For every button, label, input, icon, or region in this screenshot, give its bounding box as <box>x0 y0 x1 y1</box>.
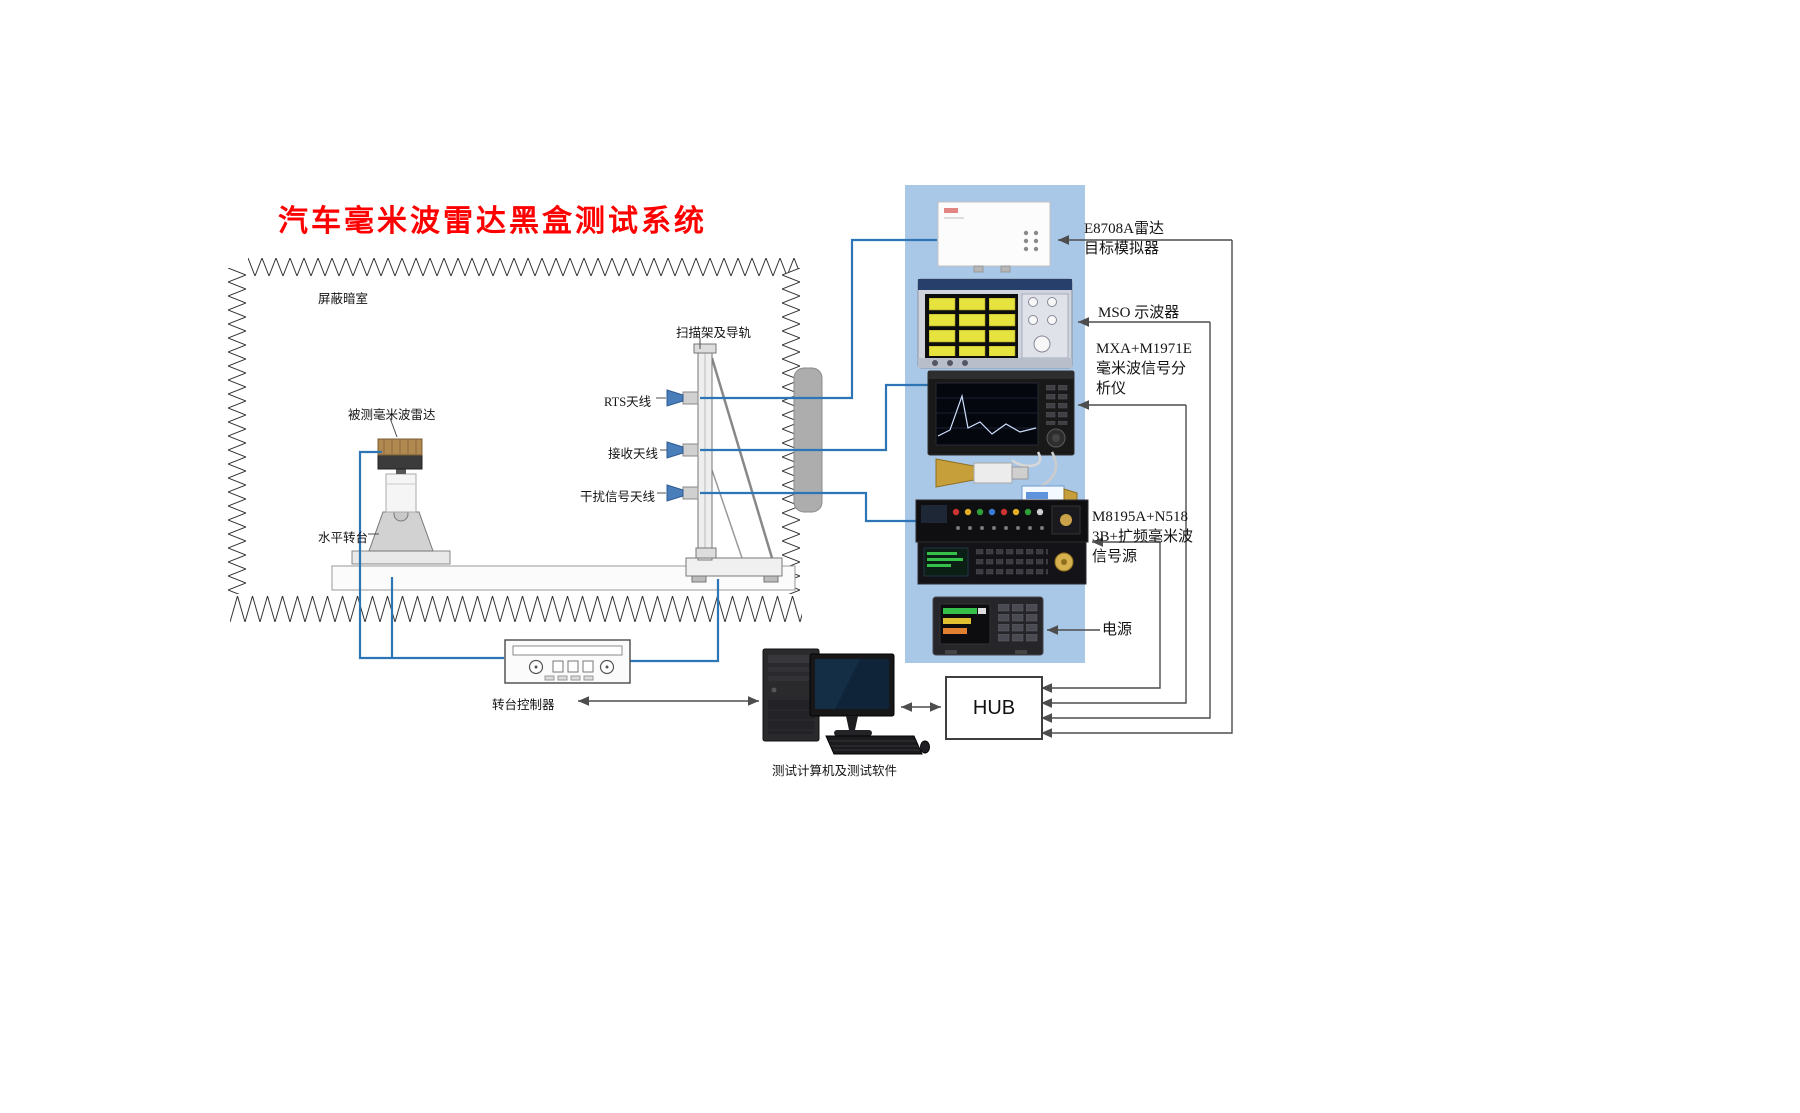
hub-box: HUB <box>945 676 1043 740</box>
blue-wires <box>358 238 937 663</box>
receive-antenna-label: 接收天线 <box>608 447 659 461</box>
receive-antenna-icon <box>666 441 684 459</box>
simulator-label-line2: 目标模拟器 <box>1084 241 1160 257</box>
radar-under-test-image <box>351 438 451 565</box>
interference-antenna-label: 干扰信号天线 <box>580 490 656 504</box>
chamber-label: 屏蔽暗室 <box>318 292 369 306</box>
source-label: M8195A+N518 3B+扩频毫米波 信号源 <box>1092 507 1193 567</box>
simulator-label-line1: E8708A雷达 <box>1084 221 1164 237</box>
signal-analyzer-image <box>927 370 1075 494</box>
analyzer-label-line1: MXA+M1971E <box>1096 341 1192 357</box>
turntable-label: 水平转台 <box>318 531 369 545</box>
scanner-label: 扫描架及导轨 <box>676 326 752 340</box>
analyzer-label-line2: 毫米波信号分 <box>1096 361 1187 377</box>
source-label-line3: 信号源 <box>1092 549 1138 565</box>
wall-feedthrough-block <box>793 367 823 513</box>
turntable-controller-image <box>504 639 631 684</box>
source-label-line2: 3B+扩频毫米波 <box>1092 529 1193 545</box>
hub-label: HUB <box>972 696 1016 719</box>
simulator-label: E8708A雷达 目标模拟器 <box>1084 219 1164 259</box>
power-supply-image <box>932 596 1044 656</box>
analyzer-label-line3: 析仪 <box>1096 381 1127 397</box>
oscilloscope-label: MSO 示波器 <box>1098 305 1180 321</box>
scanner-frame-image <box>685 343 783 583</box>
interference-antenna-icon <box>666 484 684 502</box>
computer-label: 测试计算机及测试软件 <box>772 764 898 778</box>
absorber-walls <box>228 258 802 622</box>
rts-antenna-icon <box>666 389 684 407</box>
radar-under-test-label: 被测毫米波雷达 <box>348 408 436 422</box>
computer-image <box>762 648 930 755</box>
power-label: 电源 <box>1102 622 1133 638</box>
leader-lines <box>368 338 701 535</box>
controller-label: 转台控制器 <box>492 698 555 712</box>
diagram-title: 汽车毫米波雷达黑盒测试系统 <box>278 205 707 238</box>
oscilloscope-image <box>917 278 1073 369</box>
radar-target-simulator-image <box>937 201 1051 273</box>
analyzer-label: MXA+M1971E 毫米波信号分 析仪 <box>1096 339 1192 399</box>
antenna-horns <box>666 389 699 502</box>
rts-antenna-label: RTS天线 <box>604 395 652 409</box>
gray-wires <box>578 235 1233 738</box>
signal-source-image <box>915 499 1089 585</box>
source-label-line1: M8195A+N518 <box>1092 509 1188 525</box>
